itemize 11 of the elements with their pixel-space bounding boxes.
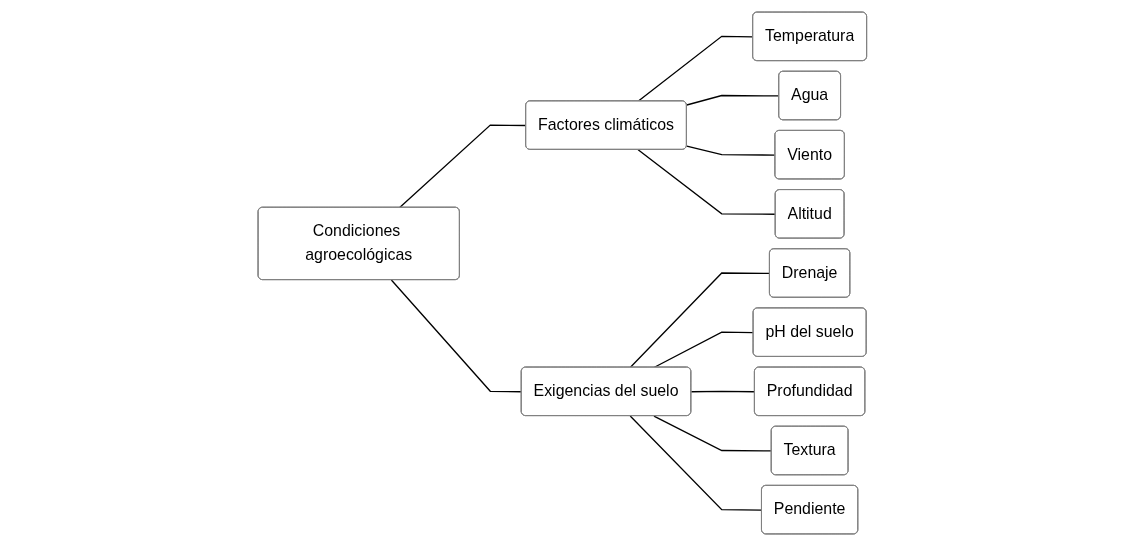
connector <box>390 279 523 393</box>
connector <box>629 272 771 369</box>
connector <box>653 415 773 452</box>
connector <box>637 149 777 215</box>
connector <box>686 145 777 156</box>
connector <box>637 35 754 102</box>
connector <box>686 94 780 106</box>
connector <box>690 390 756 393</box>
connector <box>398 124 527 209</box>
connector <box>629 415 763 511</box>
connector <box>653 331 755 369</box>
